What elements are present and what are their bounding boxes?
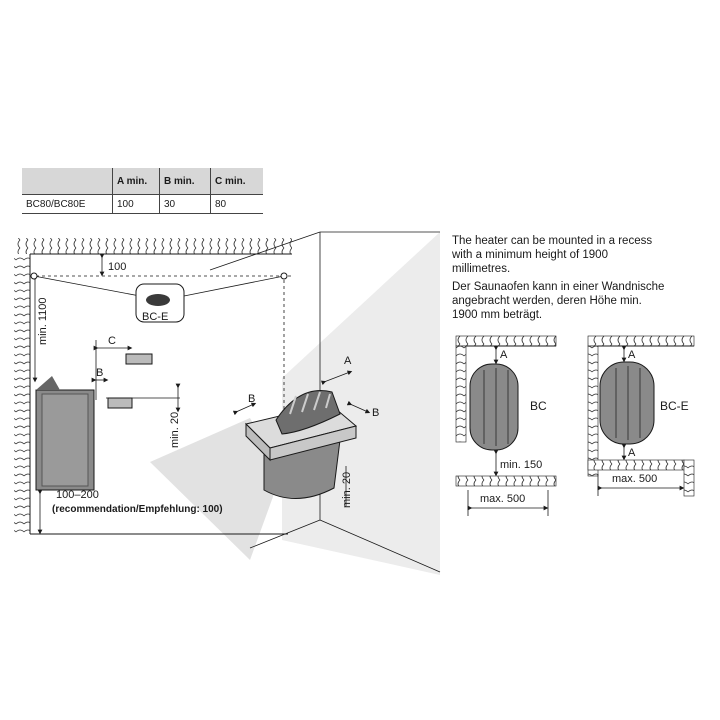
dim-bottom-label: 100–200 xyxy=(56,489,99,501)
note-english: The heater can be mounted in a recess wi… xyxy=(452,234,652,276)
spec-header-a: A min. xyxy=(112,168,160,195)
center-corner-diagram: A B B min. 20 xyxy=(209,231,441,573)
bce-dim-max500: max. 500 xyxy=(612,473,657,485)
spec-table: A min. B min. C min. BC80/BC80E 100 30 8… xyxy=(22,168,263,214)
bce-dim-a-bottom: A xyxy=(628,447,636,459)
ceiling-wood xyxy=(14,238,292,254)
note-de-line: Der Saunaofen kann in einer Wandnische xyxy=(452,281,665,293)
center-dim-b-right: B xyxy=(372,407,379,419)
control-unit-icon xyxy=(146,294,170,306)
note-en-line: The heater can be mounted in a recess xyxy=(452,235,653,247)
bc-dim-a: A xyxy=(500,349,508,361)
spec-header-b: B min. xyxy=(159,168,211,195)
spec-cell-a: 100 xyxy=(112,194,160,214)
center-dim-min20: min. 20 xyxy=(341,472,353,508)
left-wall-diagram: 100 min. 1100 BC-E C B min. 20 100–200 (… xyxy=(14,238,292,535)
bc-heater xyxy=(469,363,519,451)
note-de-line: 1900 mm beträgt. xyxy=(452,309,543,321)
center-dim-b-left: B xyxy=(248,393,255,405)
note-german: Der Saunaofen kann in einer Wandnische a… xyxy=(452,280,664,322)
left-wall-wood xyxy=(14,254,30,534)
dim-b-label: B xyxy=(96,367,103,379)
dim-c-label: C xyxy=(108,335,116,347)
bc-dim-min150: min. 150 xyxy=(500,459,542,471)
dim-top-label: 100 xyxy=(108,261,126,273)
dim-min20-label: min. 20 xyxy=(169,412,181,448)
spec-header-model xyxy=(22,168,113,195)
spec-cell-b: 30 xyxy=(159,194,211,214)
spec-header-c: C min. xyxy=(210,168,263,195)
bce-label: BC-E xyxy=(660,399,689,413)
dim-bottom-note: (recommendation/Empfehlung: 100) xyxy=(52,504,223,515)
spec-cell-model: BC80/BC80E xyxy=(22,194,113,214)
control-unit-label: BC-E xyxy=(142,311,168,323)
bce-heater xyxy=(599,361,655,445)
spec-cell-c: 80 xyxy=(210,194,263,214)
note-en-line: with a minimum height of 1900 xyxy=(452,249,608,261)
dim-height-label: min. 1100 xyxy=(37,298,49,346)
recess-bce-diagram: A BC-E A max. 500 xyxy=(587,335,695,497)
recess-bc-diagram: A BC min. 150 max. 500 xyxy=(455,335,557,516)
note-en-line: millimetres. xyxy=(452,263,511,275)
bc-dim-max500: max. 500 xyxy=(480,493,525,505)
bc-label: BC xyxy=(530,399,547,413)
note-de-line: angebracht werden, deren Höhe min. xyxy=(452,295,642,307)
bce-dim-a-top: A xyxy=(628,349,636,361)
center-dim-a: A xyxy=(344,355,352,367)
